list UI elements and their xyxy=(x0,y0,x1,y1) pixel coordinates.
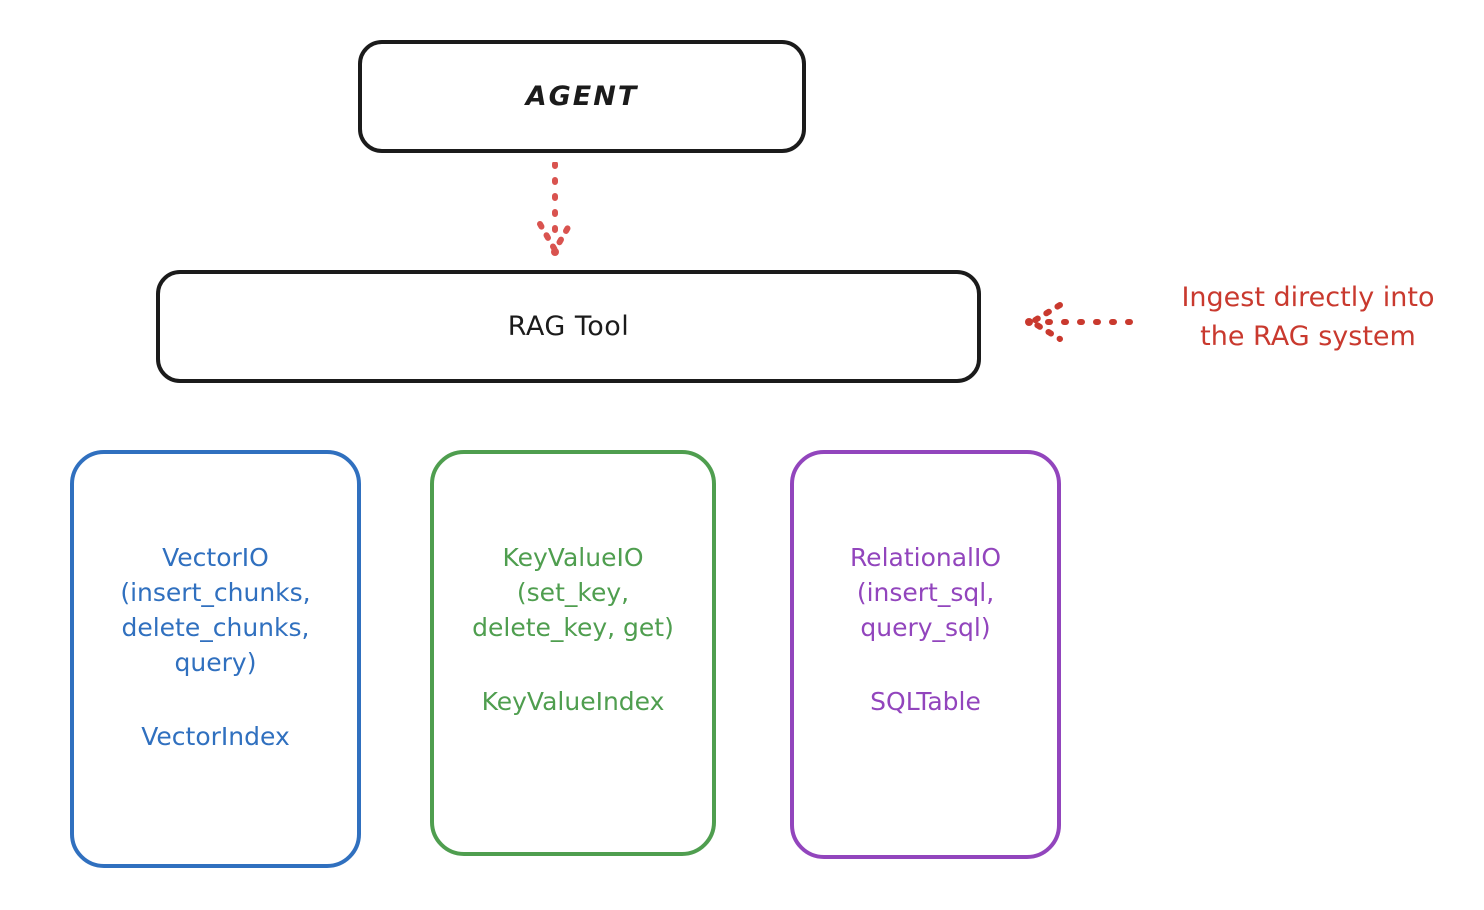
vector-store-node[interactable]: VectorIO (insert_chunks, delete_chunks, … xyxy=(70,450,361,868)
keyvalue-store-api-label: KeyValueIO (set_key, delete_key, get) xyxy=(472,543,674,642)
ingest-annotation-label: Ingest directly into the RAG system xyxy=(1181,282,1435,352)
rag-tool-node-label: RAG Tool xyxy=(507,311,630,342)
agent-node-label: AGENT xyxy=(525,81,639,112)
relational-store-index-label: SQLTable xyxy=(870,687,981,716)
agent-to-rag-tool-arrow-icon xyxy=(537,162,573,256)
rag-tool-node[interactable]: RAG Tool xyxy=(156,270,981,383)
relational-store-node[interactable]: RelationalIO (insert_sql, query_sql) SQL… xyxy=(790,450,1061,859)
ingest-arrow-icon xyxy=(1025,302,1133,342)
vector-store-index-label: VectorIndex xyxy=(141,722,290,751)
keyvalue-store-index-label: KeyValueIndex xyxy=(481,687,665,716)
agent-node[interactable]: AGENT xyxy=(358,40,806,153)
relational-store-api-label: RelationalIO (insert_sql, query_sql) xyxy=(849,543,1002,642)
keyvalue-store-node[interactable]: KeyValueIO (set_key, delete_key, get) Ke… xyxy=(430,450,716,856)
vector-store-api-label: VectorIO (insert_chunks, delete_chunks, … xyxy=(120,543,311,677)
